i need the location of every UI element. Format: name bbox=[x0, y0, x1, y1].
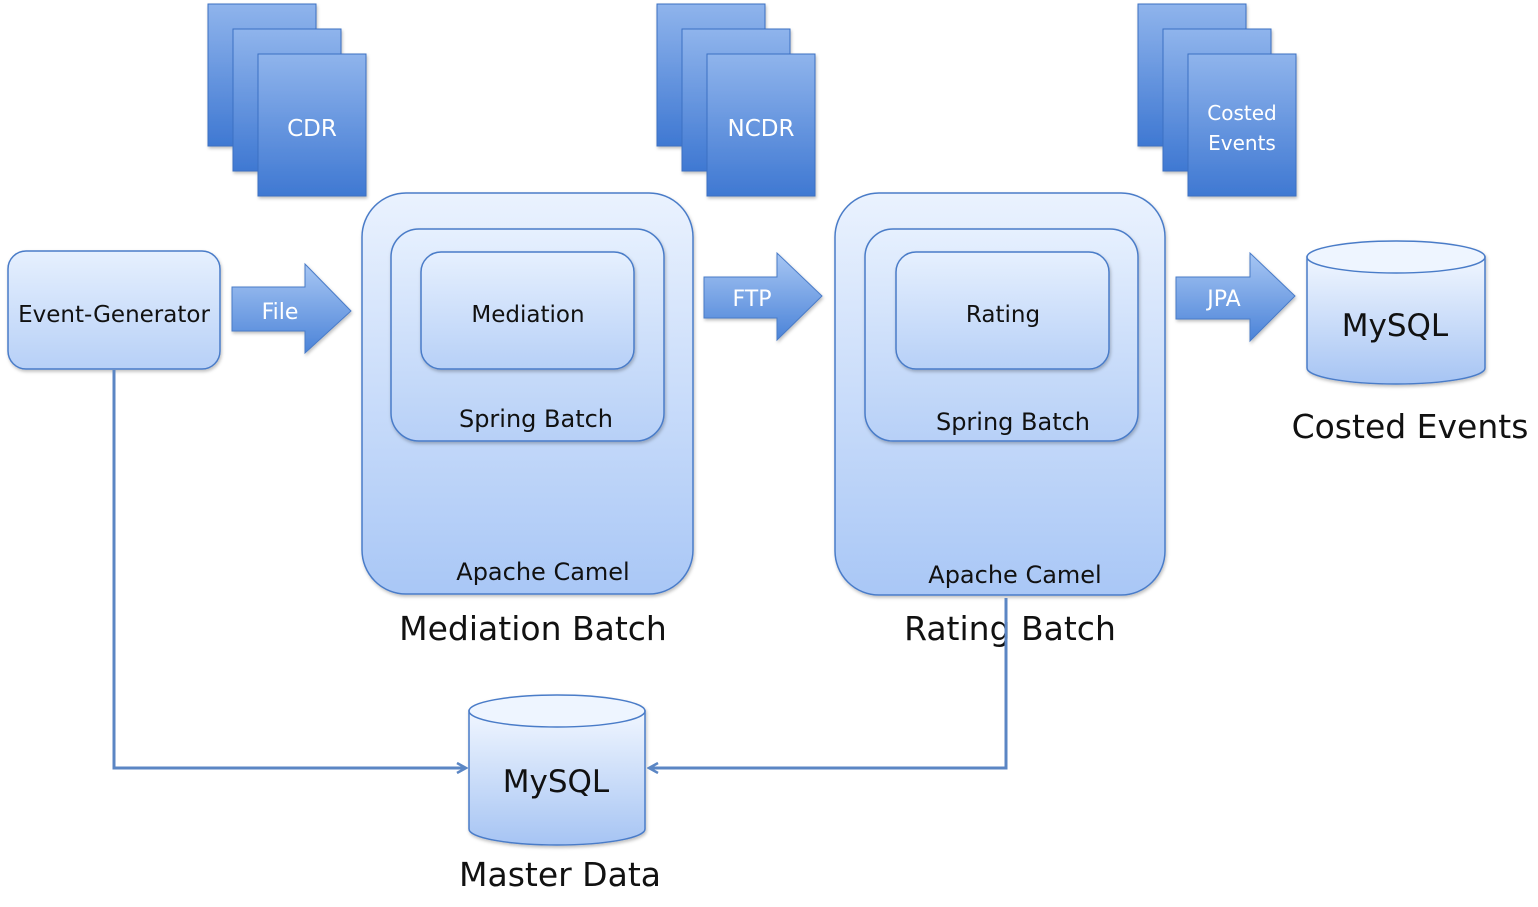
rating-inner-label: Rating bbox=[966, 302, 1040, 328]
costed-events-document-stack bbox=[1137, 3, 1297, 197]
mediation-spring-batch-label: Spring Batch bbox=[459, 405, 613, 433]
master-db-body bbox=[468, 710, 646, 846]
rating-inner-box bbox=[895, 251, 1110, 370]
ftp-arrow-label: FTP bbox=[733, 287, 772, 312]
costed-document-front bbox=[1187, 53, 1297, 197]
jpa-arrow-label: JPA bbox=[1205, 287, 1240, 312]
cdr-document-front bbox=[257, 53, 367, 197]
file-arrow-label: File bbox=[262, 300, 299, 325]
rating-to-master-data-connector bbox=[649, 598, 1008, 768]
mediation-batch-caption: Mediation Batch bbox=[399, 609, 667, 648]
rating-spring-batch-label: Spring Batch bbox=[936, 408, 1090, 436]
cdr-document-stack bbox=[207, 3, 367, 197]
mediation-apache-camel-label: Apache Camel bbox=[456, 558, 629, 586]
costed-db-body bbox=[1306, 256, 1486, 385]
master-db-top bbox=[468, 694, 646, 728]
file-arrow bbox=[231, 262, 352, 355]
costed-label-line1: Costed bbox=[1207, 101, 1276, 125]
event-generator-to-master-data-connector bbox=[112, 370, 466, 768]
ncdr-label: NCDR bbox=[728, 116, 795, 142]
event-generator-label: Event-Generator bbox=[18, 302, 210, 328]
mediation-inner-box bbox=[420, 251, 635, 370]
master-data-database bbox=[468, 694, 646, 846]
costed-db-label: MySQL bbox=[1342, 308, 1449, 344]
jpa-arrow bbox=[1175, 251, 1296, 343]
cdr-label: CDR bbox=[287, 116, 337, 142]
master-db-caption: Master Data bbox=[459, 855, 661, 894]
event-generator-box bbox=[7, 250, 221, 370]
master-db-label: MySQL bbox=[503, 764, 610, 800]
costed-events-database bbox=[1306, 240, 1486, 385]
rating-batch-caption: Rating Batch bbox=[904, 609, 1116, 648]
costed-db-top bbox=[1306, 240, 1486, 274]
ncdr-document-stack bbox=[656, 3, 816, 197]
ftp-arrow bbox=[703, 251, 823, 342]
costed-label-line2: Events bbox=[1208, 131, 1276, 155]
ncdr-document-front bbox=[706, 53, 816, 197]
mediation-inner-label: Mediation bbox=[471, 302, 584, 328]
rating-apache-camel-label: Apache Camel bbox=[928, 561, 1101, 589]
costed-db-caption: Costed Events bbox=[1292, 407, 1529, 446]
